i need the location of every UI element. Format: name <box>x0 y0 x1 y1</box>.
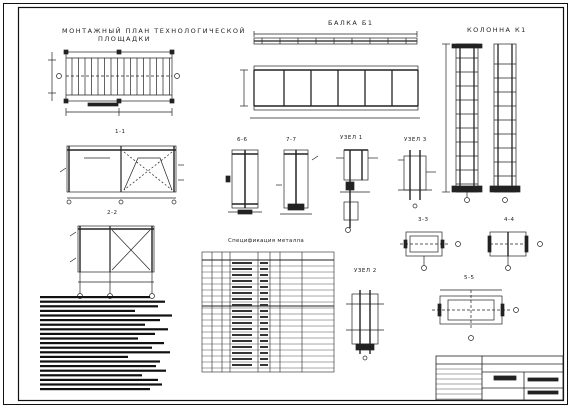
spec-cell-text <box>260 304 268 306</box>
spec-cell-text <box>232 358 252 360</box>
notes-text-line <box>40 342 164 345</box>
outer-frame <box>3 3 568 405</box>
section-1-1-drawing <box>59 145 184 205</box>
notes-text-line <box>40 328 168 331</box>
section-4-4-drawing <box>487 231 543 271</box>
notes-text-line <box>40 323 145 326</box>
notes-block <box>40 296 172 391</box>
spec-cell-text <box>232 322 252 324</box>
notes-text-line <box>40 365 156 368</box>
notes-text-line <box>40 332 155 335</box>
column-title: КОЛОННА К1 <box>467 26 527 34</box>
section-6-6-drawing <box>225 149 262 215</box>
spec-cell-text <box>232 298 252 300</box>
spec-cell-text <box>260 340 268 342</box>
spec-cell-text <box>232 310 252 312</box>
spec-cell-text <box>260 286 268 288</box>
section-4-4-title: 4-4 <box>504 217 515 223</box>
spec-cell-text <box>260 298 268 300</box>
notes-text-line <box>40 346 152 349</box>
spec-cell-text <box>260 328 268 330</box>
node-3-title: УЗЕЛ 3 <box>404 137 427 143</box>
title-block <box>435 355 564 401</box>
section-2-2-title: 2-2 <box>107 210 118 216</box>
spec-cell-text <box>232 364 252 366</box>
spec-cell-text <box>260 358 268 360</box>
section-5-5-drawing <box>432 289 519 341</box>
spec-cell-text <box>232 274 252 276</box>
notes-text-line <box>40 305 158 308</box>
spec-cell-text <box>260 292 268 294</box>
spec-cell-text <box>232 286 252 288</box>
spec-cell-text <box>260 316 268 318</box>
spec-cell-text <box>260 322 268 324</box>
spec-cell-text <box>260 274 268 276</box>
section-6-6-title: 6-6 <box>237 137 248 143</box>
inner-frame <box>17 6 565 402</box>
spec-cell-text <box>232 292 252 294</box>
spec-cell-text <box>232 262 252 264</box>
notes-text-line <box>40 383 162 386</box>
section-7-7-title: 7-7 <box>286 137 297 143</box>
notes-text-line <box>40 319 160 322</box>
beam-b1-drawing <box>240 31 420 119</box>
plan-drawing <box>48 49 180 116</box>
notes-text-line <box>40 355 128 358</box>
plan-title-line1: МОНТАЖНЫЙ ПЛАН ТЕХНОЛОГИЧЕСКОЙ <box>62 27 246 35</box>
spec-cell-text <box>260 352 268 354</box>
beam-title: БАЛКА Б1 <box>328 19 374 27</box>
notes-text-line <box>40 314 172 317</box>
spec-cell-text <box>260 310 268 312</box>
notes-text-line <box>40 296 150 299</box>
notes-text-line <box>40 300 165 303</box>
notes-text-line <box>40 360 160 363</box>
spec-cell-text <box>232 316 252 318</box>
spec-table <box>201 251 335 373</box>
spec-cell-text <box>232 352 252 354</box>
notes-text-line <box>40 388 150 391</box>
node-2-title: УЗЕЛ 2 <box>354 268 377 274</box>
section-3-3-drawing <box>400 231 461 271</box>
column-k1-drawing <box>442 43 521 203</box>
section-1-1-title: 1-1 <box>115 129 126 135</box>
spec-cell-text <box>232 268 252 270</box>
spec-cell-text <box>260 268 268 270</box>
node-1-title: УЗЕЛ 1 <box>340 135 363 141</box>
spec-cell-text <box>260 334 268 336</box>
notes-text-line <box>40 337 138 340</box>
spec-cell-text <box>232 334 252 336</box>
plan-title-line2: ПЛОЩАДКИ <box>98 35 152 43</box>
spec-title: Спецификация металла <box>228 238 304 244</box>
node-3-drawing <box>398 150 436 209</box>
spec-cell-text <box>260 280 268 282</box>
spec-cell-text <box>260 346 268 348</box>
spec-cell-text <box>260 364 268 366</box>
spec-cell-text <box>232 280 252 282</box>
spec-cell-text <box>232 304 252 306</box>
spec-cell-text <box>232 328 252 330</box>
node-1-drawing <box>336 149 378 233</box>
notes-text-line <box>40 351 170 354</box>
spec-cell-text <box>232 346 252 348</box>
notes-text-line <box>40 374 142 377</box>
spec-cell-text <box>260 262 268 264</box>
spec-cell-text <box>232 340 252 342</box>
section-3-3-title: 3-3 <box>418 217 429 223</box>
section-2-2-drawing <box>69 225 155 299</box>
notes-text-line <box>40 378 158 381</box>
notes-text-line <box>40 309 135 312</box>
notes-text-line <box>40 369 166 372</box>
node-2-drawing <box>346 290 384 361</box>
section-7-7-drawing <box>276 149 319 215</box>
section-5-5-title: 5-5 <box>464 275 475 281</box>
